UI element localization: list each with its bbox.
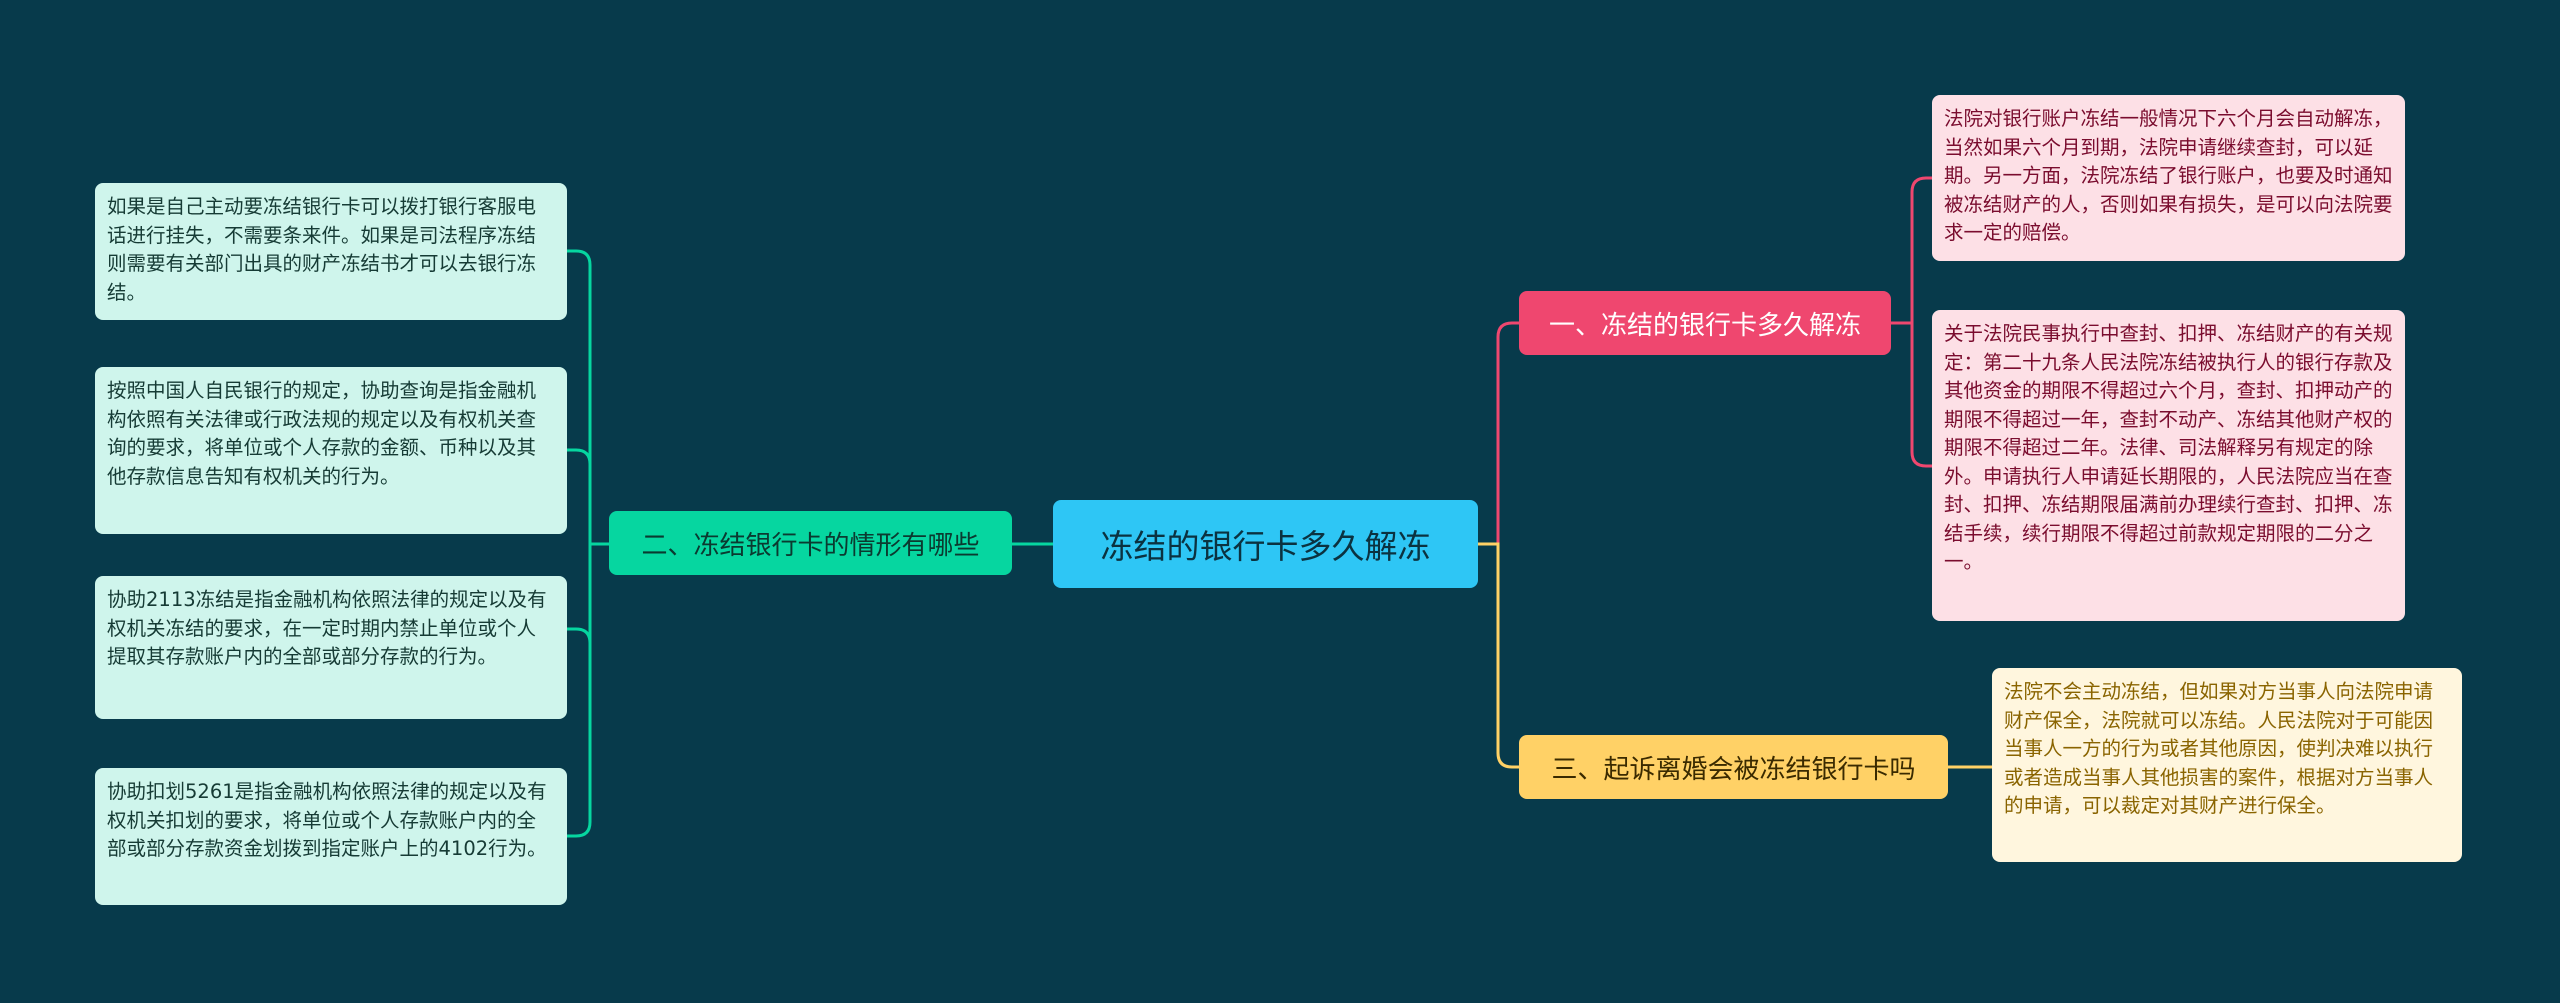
leaf-node[interactable]: 关于法院民事执行中查封、扣押、冻结财产的有关规定：第二十九条人民法院冻结被执行人… (1932, 310, 2405, 621)
link-branch1-leaves (1891, 176, 1932, 468)
leaf-node[interactable]: 协助2113冻结是指金融机构依照法律的规定以及有权机关冻结的要求，在一定时期内禁… (95, 576, 567, 719)
link-root-branch1 (1478, 321, 1519, 546)
leaf-node[interactable]: 协助扣划5261是指金融机构依照法律的规定以及有权机关扣划的要求，将单位或个人存… (95, 768, 567, 905)
branch-label: 三、起诉离婚会被冻结银行卡吗 (1551, 754, 1916, 785)
leaf-node[interactable]: 法院不会主动冻结，但如果对方当事人向法院申请财产保全，法院就可以冻结。人民法院对… (1992, 668, 2462, 862)
leaf-node[interactable]: 按照中国人自民银行的规定，协助查询是指金融机构依照有关法律或行政法规的规定以及有… (95, 367, 567, 534)
leaf-node[interactable]: 法院对银行账户冻结一般情况下六个月会自动解冻，当然如果六个月到期，法院申请继续查… (1932, 95, 2405, 261)
branch-node-2[interactable]: 二、冻结银行卡的情形有哪些 (609, 511, 1012, 575)
branch-label: 二、冻结银行卡的情形有哪些 (641, 530, 980, 561)
branch-node-1[interactable]: 一、冻结的银行卡多久解冻 (1519, 291, 1891, 355)
root-node[interactable]: 冻结的银行卡多久解冻 (1053, 500, 1478, 588)
leaf-node[interactable]: 如果是自己主动要冻结银行卡可以拨打银行客服电话进行挂失，不需要条来件。如果是司法… (95, 183, 567, 320)
link-branch2-leaves (567, 249, 609, 838)
branch-label: 一、冻结的银行卡多久解冻 (1548, 310, 1861, 341)
root-label: 冻结的银行卡多久解冻 (1100, 527, 1431, 566)
link-root-branch3 (1478, 542, 1519, 769)
branch-node-3[interactable]: 三、起诉离婚会被冻结银行卡吗 (1519, 735, 1948, 799)
